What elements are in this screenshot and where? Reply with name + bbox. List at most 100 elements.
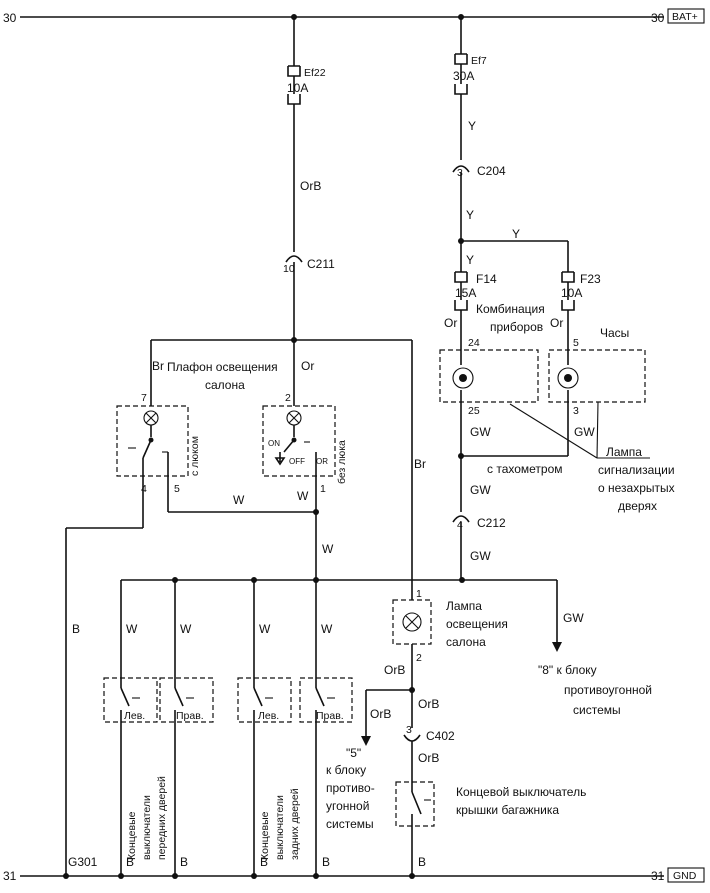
antitheft8-label-1: "8" к блоку [538,663,597,677]
fuse-f14-name: F14 [476,272,497,286]
interior-lamp-label-3: салона [446,635,486,649]
clock-label: Часы [600,326,629,340]
connector-c212-label: C212 [477,516,506,530]
trunk-switch-label-1: Концевой выключатель [456,785,586,799]
wire-label-gw-4: GW [470,549,491,563]
battery-rail [20,14,664,20]
door-switch-front-left-label: Лев. [124,710,145,722]
gw-wires [458,390,569,652]
wire-label-br-2: Br [414,457,426,471]
connector-c402-pin: 3 [406,724,412,736]
door-lamp-label-2: сигнализации [598,463,675,477]
wire-label-b-4: B [260,855,268,869]
fuse-f23-rating: 10A [561,286,582,300]
pin-5: 5 [174,483,180,495]
lamp-bulb-icon [402,612,422,632]
door-switch-w-wires [65,476,465,876]
wire-label-b-3: B [180,855,188,869]
wire-label-orb-4: OrB [370,707,391,721]
wire-label-w-1: W [233,493,245,507]
fuse-ef22-name: Ef22 [304,67,326,79]
leader-lines [509,401,650,459]
wire-label-orb-2: OrB [384,663,405,677]
dome-without-sunroof-label: без люка [336,440,348,484]
interior-lamp-label-1: Лампа [446,599,482,613]
wire-label-gw-2: GW [574,425,595,439]
wire-label-y-3: Y [512,227,520,241]
rail-label-31-right: 31 [651,869,665,883]
dome-with-sunroof-label: с люком [189,436,201,476]
wire-label-y-1: Y [468,119,476,133]
wire-label-b-6: B [418,855,426,869]
three-position-switch-icon [128,425,169,476]
door-switch-rear-left-label: Лев. [258,710,279,722]
wire-label-or-2: Or [444,316,457,330]
wire-label-b-1: B [72,622,80,636]
instrument-cluster-box [439,349,539,403]
pin-2-dome: 2 [285,392,291,404]
wire-label-w-7: W [321,622,333,636]
antitheft5-pin: "5" [346,746,361,760]
fuse-ef7-rating: 30A [453,69,474,83]
wire-label-br-1: Br [152,359,164,373]
pin-5-clock: 5 [573,337,579,349]
wire-label-w-3: W [322,542,334,556]
on-off-switch-icon [274,425,317,476]
rail-label-30-right: 30 [651,11,665,25]
connector-c211-label: C211 [307,257,335,271]
pin-7: 7 [141,392,147,404]
wire-label-y-2: Y [466,208,474,222]
fuse-f23 [561,271,575,311]
door-lamp-label-3: о незахрытых [598,481,675,495]
pin-1-dome: 1 [320,483,326,495]
rear-doors-label-2: выключатели [274,795,286,860]
switch-off-label: OFF [289,457,305,466]
wire-label-w-2: W [297,489,309,503]
rear-doors-label-1: Концевые [259,811,271,860]
antitheft8-label-2: противоугонной [564,683,652,697]
front-doors-label-2: выключатели [141,795,153,860]
wire-label-w-4: W [126,622,138,636]
pin-2-lamp: 2 [416,652,422,664]
bat-tag: BAT+ [672,11,698,23]
wire-label-orb-1: OrB [300,179,321,193]
bat-tag-box [667,8,705,24]
rear-doors-label-3: задних дверей [289,788,301,860]
front-doors-label-1: Концевые [126,811,138,860]
ground-rail [20,873,664,879]
door-lamp-label-1: Лампа [606,445,642,459]
fuse-f14-rating: 15A [455,286,476,300]
left-feed-wires [150,17,413,600]
rail-label-31-left: 31 [3,869,17,883]
lamp-bulb-icon [143,410,159,426]
wire-label-orb-5: OrB [418,751,439,765]
clock-box [548,349,646,403]
warning-lamp-icon [557,367,579,389]
wire-label-or-1: Or [301,359,314,373]
pin-3-clock: 3 [573,405,579,417]
antitheft5-label-2: противо- [326,781,375,795]
wire-label-b-5: B [322,855,330,869]
connector-c204 [452,165,470,173]
right-feed-wires [458,17,569,365]
antitheft5-label-4: системы [326,817,374,831]
dome-title-line1: Плафон освещения [167,360,278,374]
pin-25: 25 [468,405,480,417]
wire-label-gw-3: GW [470,483,491,497]
fuse-ef22 [287,65,301,105]
interior-lamp-label-2: освещения [446,617,508,631]
door-switch-rear-right [299,677,353,876]
door-lamp-label-4: дверях [618,499,657,513]
trunk-switch [395,741,435,876]
wire-label-w-6: W [259,622,271,636]
pin-1-lamp: 1 [416,588,422,600]
fuse-ef22-rating: 10A [287,81,308,95]
fuse-ef7-name: Ef7 [471,55,487,67]
door-switch-front-left [103,677,158,876]
connector-c211-pin: 10 [283,263,295,275]
gnd-tag: GND [673,870,697,882]
wire-label-gw-1: GW [470,425,491,439]
cluster-label-2: приборов [490,320,543,334]
pin-4: 4 [141,483,147,495]
